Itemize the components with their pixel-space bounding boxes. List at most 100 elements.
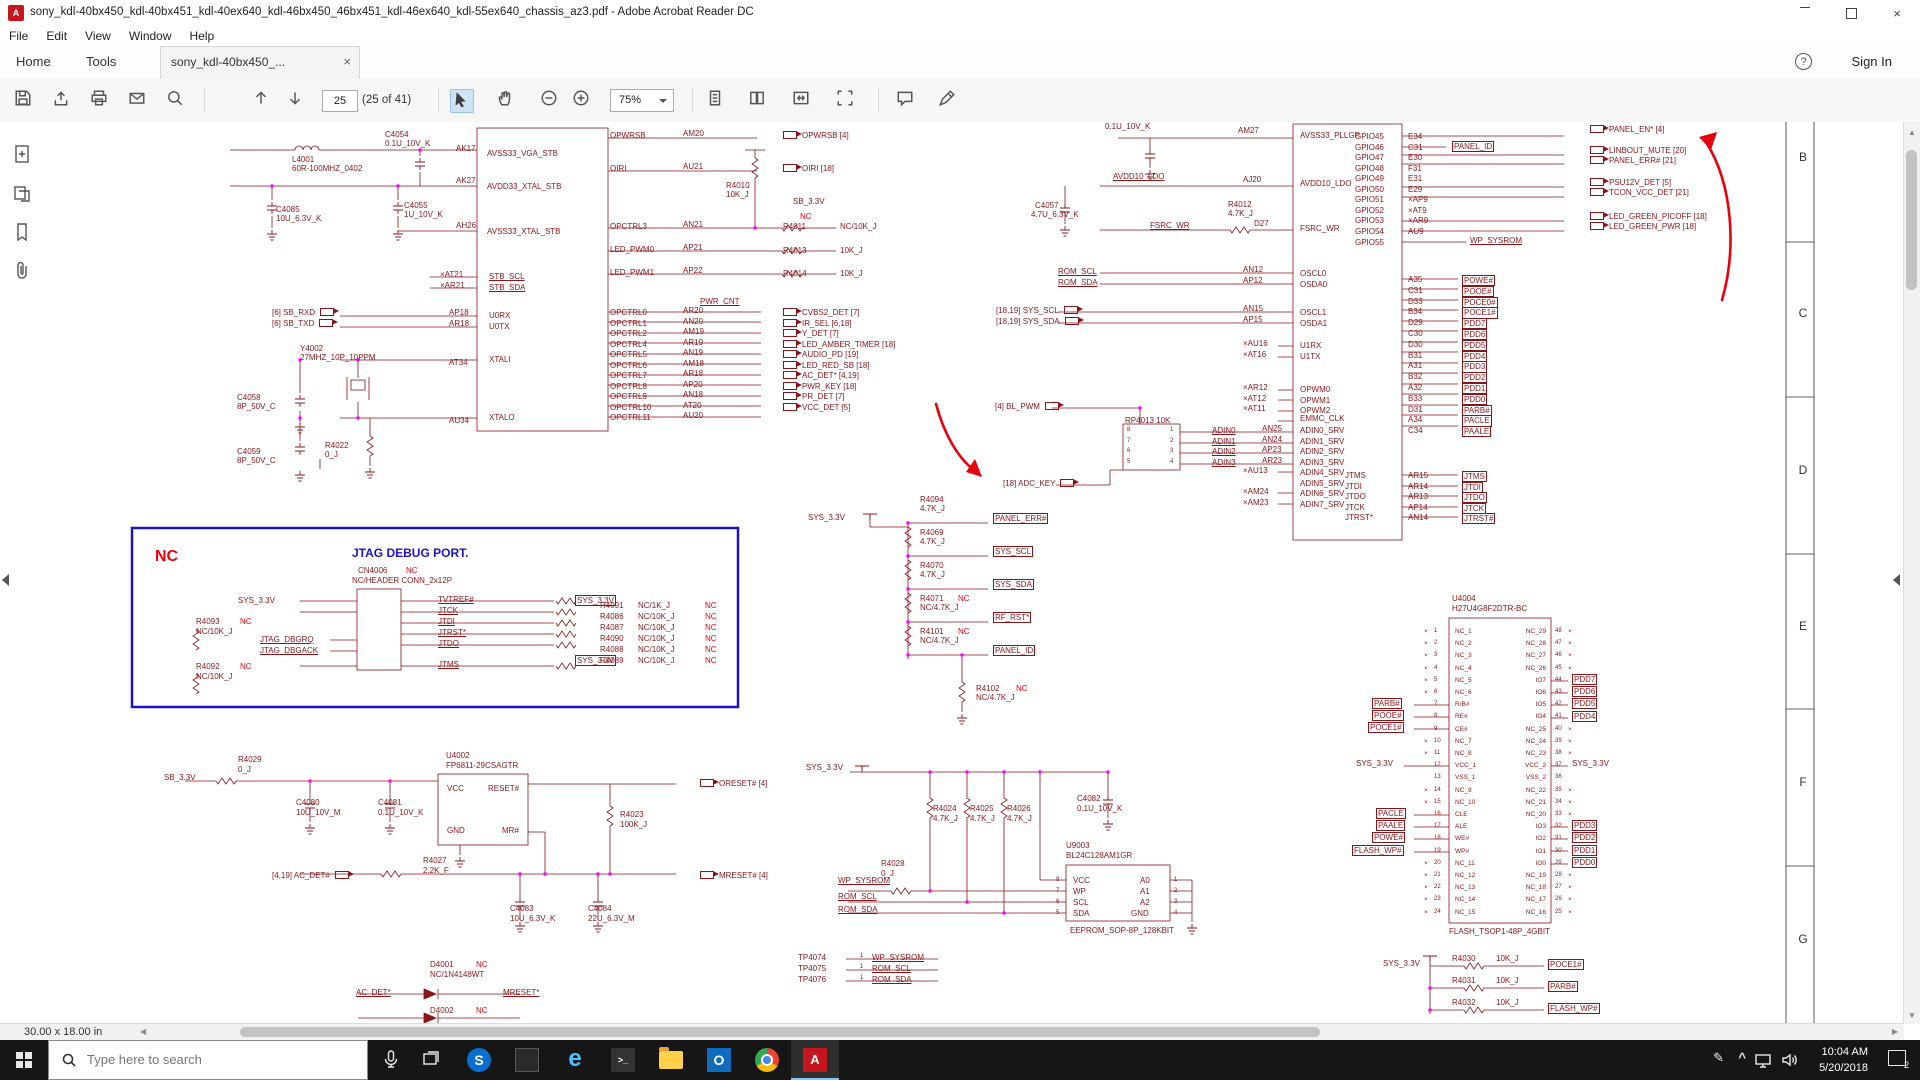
menu-view[interactable]: View (76, 27, 120, 45)
page-number-input[interactable] (322, 90, 358, 112)
taskbar-clock[interactable]: 10:04 AM 5/20/2018 (1819, 1044, 1868, 1076)
zoom-in-icon[interactable] (572, 89, 594, 111)
toolbar: (25 of 41) 75% (0, 79, 1920, 123)
menu-bar: FileEditViewWindowHelp (0, 27, 1920, 47)
zoom-level-dropdown[interactable]: 75% (610, 89, 674, 112)
minimize-button[interactable] (1782, 0, 1828, 27)
tab-close-icon[interactable]: × (343, 54, 351, 69)
email-icon[interactable] (128, 89, 150, 111)
horizontal-scroll-thumb[interactable] (240, 1027, 1320, 1037)
highlight-icon[interactable] (938, 89, 960, 111)
document-tab-label: sony_kdl-40bx450_... (171, 55, 285, 69)
scroll-left-arrow[interactable]: ◀ (140, 1027, 146, 1036)
red-annotations (0, 122, 1920, 1040)
zoom-out-icon[interactable] (540, 89, 562, 111)
hidden-icons-chevron[interactable]: ^ (1738, 1050, 1746, 1065)
zone-letter: G (1792, 932, 1814, 946)
clock-time: 10:04 AM (1819, 1044, 1868, 1060)
page-size-label: 30.00 x 18.00 in (18, 1026, 108, 1038)
fit-width-icon[interactable] (792, 89, 814, 111)
chevron-down-icon (659, 99, 667, 103)
zone-letter: C (1792, 306, 1814, 320)
attachments-icon[interactable] (12, 260, 36, 284)
start-button[interactable] (0, 1040, 48, 1080)
page-thumbnails-icon[interactable] (12, 184, 36, 208)
export-pdf-panel-icon[interactable] (12, 144, 36, 168)
window-title: sony_kdl-40bx450_kdl-40bx451_kdl-40ex640… (30, 6, 754, 18)
comment-icon[interactable] (896, 89, 918, 111)
tab-home[interactable]: Home (16, 54, 51, 69)
zone-letter: D (1792, 463, 1814, 477)
notification-badge: 2 (1904, 1060, 1909, 1070)
search-icon[interactable] (166, 89, 188, 111)
zone-letter: E (1792, 619, 1814, 633)
previous-page-icon[interactable] (252, 89, 274, 111)
clock-date: 5/20/2018 (1819, 1060, 1868, 1076)
store-icon (515, 1048, 539, 1072)
tab-bar: Home Tools sony_kdl-40bx450_... × ? Sign… (0, 46, 1920, 80)
vertical-scrollbar[interactable]: ▲ ▼ (1903, 122, 1920, 1024)
select-tool-icon[interactable] (450, 89, 474, 113)
taskbar-acrobat[interactable]: A (791, 1040, 839, 1080)
document-area: C40540.1U_10V_KAK17L400160R-100MHZ_0402A… (0, 122, 1920, 1040)
vertical-scroll-thumb[interactable] (1906, 150, 1917, 290)
pdf-page: C40540.1U_10V_KAK17L400160R-100MHZ_0402A… (0, 122, 1920, 1040)
taskbar-skype[interactable]: S (455, 1040, 503, 1080)
hide-left-pane-arrow[interactable] (2, 574, 9, 586)
scroll-right-arrow[interactable]: ▶ (1892, 1027, 1898, 1036)
close-button[interactable]: × (1874, 0, 1920, 27)
zone-letter: F (1792, 775, 1814, 789)
edge-icon: e (563, 1048, 587, 1072)
acrobat-app-icon: A (8, 5, 24, 21)
terminal-icon: >_ (611, 1048, 635, 1072)
windows-logo-icon (16, 1052, 32, 1068)
horizontal-scrollbar[interactable]: 30.00 x 18.00 in ◀ ▶ (0, 1023, 1904, 1040)
sign-in-button[interactable]: Sign In (1852, 54, 1892, 69)
page-count-label: (25 of 41) (362, 94, 411, 106)
taskbar-store[interactable] (503, 1040, 551, 1080)
acrobat-icon: A (803, 1048, 827, 1072)
print-icon[interactable] (90, 89, 112, 111)
volume-icon[interactable] (1778, 1049, 1802, 1073)
task-view-icon[interactable] (420, 1048, 444, 1072)
file-explorer-icon (659, 1051, 683, 1069)
chrome-icon (755, 1048, 779, 1072)
tab-tools[interactable]: Tools (86, 54, 116, 69)
taskbar-file-explorer[interactable] (647, 1040, 695, 1080)
bookmarks-icon[interactable] (12, 222, 36, 246)
export-icon[interactable] (52, 89, 74, 111)
windows-taskbar: Type here to search S e >_ O A ✎ ^ 10:04… (0, 1040, 1920, 1080)
windows-ink-icon[interactable]: ✎ (1713, 1050, 1724, 1066)
scroll-down-arrow[interactable]: ▼ (1908, 1011, 1916, 1020)
scrolling-view-icon[interactable] (706, 89, 728, 111)
menu-edit[interactable]: Edit (37, 27, 76, 45)
outlook-icon: O (707, 1048, 731, 1072)
network-icon[interactable] (1752, 1049, 1776, 1073)
fullscreen-icon[interactable] (836, 89, 858, 111)
zoom-level-value: 75% (619, 94, 641, 106)
menu-window[interactable]: Window (120, 27, 181, 45)
single-page-view-icon[interactable] (748, 89, 770, 111)
taskbar-chrome[interactable] (743, 1040, 791, 1080)
hand-tool-icon[interactable] (496, 89, 518, 111)
next-page-icon[interactable] (286, 89, 308, 111)
menu-file[interactable]: File (0, 27, 37, 45)
open-right-pane-arrow[interactable] (1893, 574, 1900, 586)
search-icon (61, 1052, 77, 1068)
skype-icon: S (467, 1048, 491, 1072)
title-bar: A sony_kdl-40bx450_kdl-40bx451_kdl-40ex6… (0, 0, 1920, 28)
taskbar-outlook[interactable]: O (695, 1040, 743, 1080)
save-icon[interactable] (14, 89, 36, 111)
taskbar-edge[interactable]: e (551, 1040, 599, 1080)
help-icon[interactable]: ? (1795, 53, 1812, 70)
taskbar-search-box[interactable]: Type here to search (48, 1040, 368, 1080)
maximize-button[interactable] (1828, 0, 1874, 27)
menu-help[interactable]: Help (181, 27, 224, 45)
microphone-icon[interactable] (380, 1048, 404, 1072)
action-center-icon[interactable]: 2 (1888, 1050, 1906, 1066)
search-placeholder: Type here to search (87, 1052, 202, 1067)
scroll-up-arrow[interactable]: ▲ (1908, 128, 1916, 137)
zone-letter: B (1792, 150, 1814, 164)
document-tab[interactable]: sony_kdl-40bx450_... × (160, 46, 360, 79)
taskbar-terminal[interactable]: >_ (599, 1040, 647, 1080)
